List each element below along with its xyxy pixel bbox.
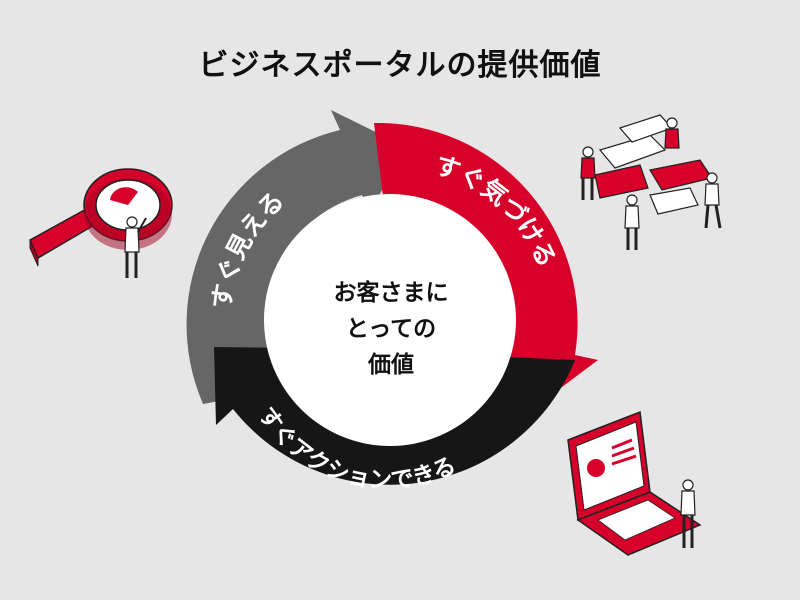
segment-red-arrow — [374, 122, 598, 408]
puzzle-team-illustration — [580, 114, 722, 250]
segment-gray-arrow — [186, 110, 404, 404]
magnifier-illustration — [29, 168, 173, 278]
laptop-illustration — [567, 410, 702, 556]
segment-black-arrow — [214, 347, 575, 485]
page-title: ビジネスポータルの提供価値 — [198, 48, 602, 83]
center-line-1: お客さまに — [334, 279, 449, 306]
center-line-3: 価値 — [367, 352, 414, 378]
center-circle — [264, 194, 516, 446]
center-line-2: とっての — [346, 316, 436, 342]
